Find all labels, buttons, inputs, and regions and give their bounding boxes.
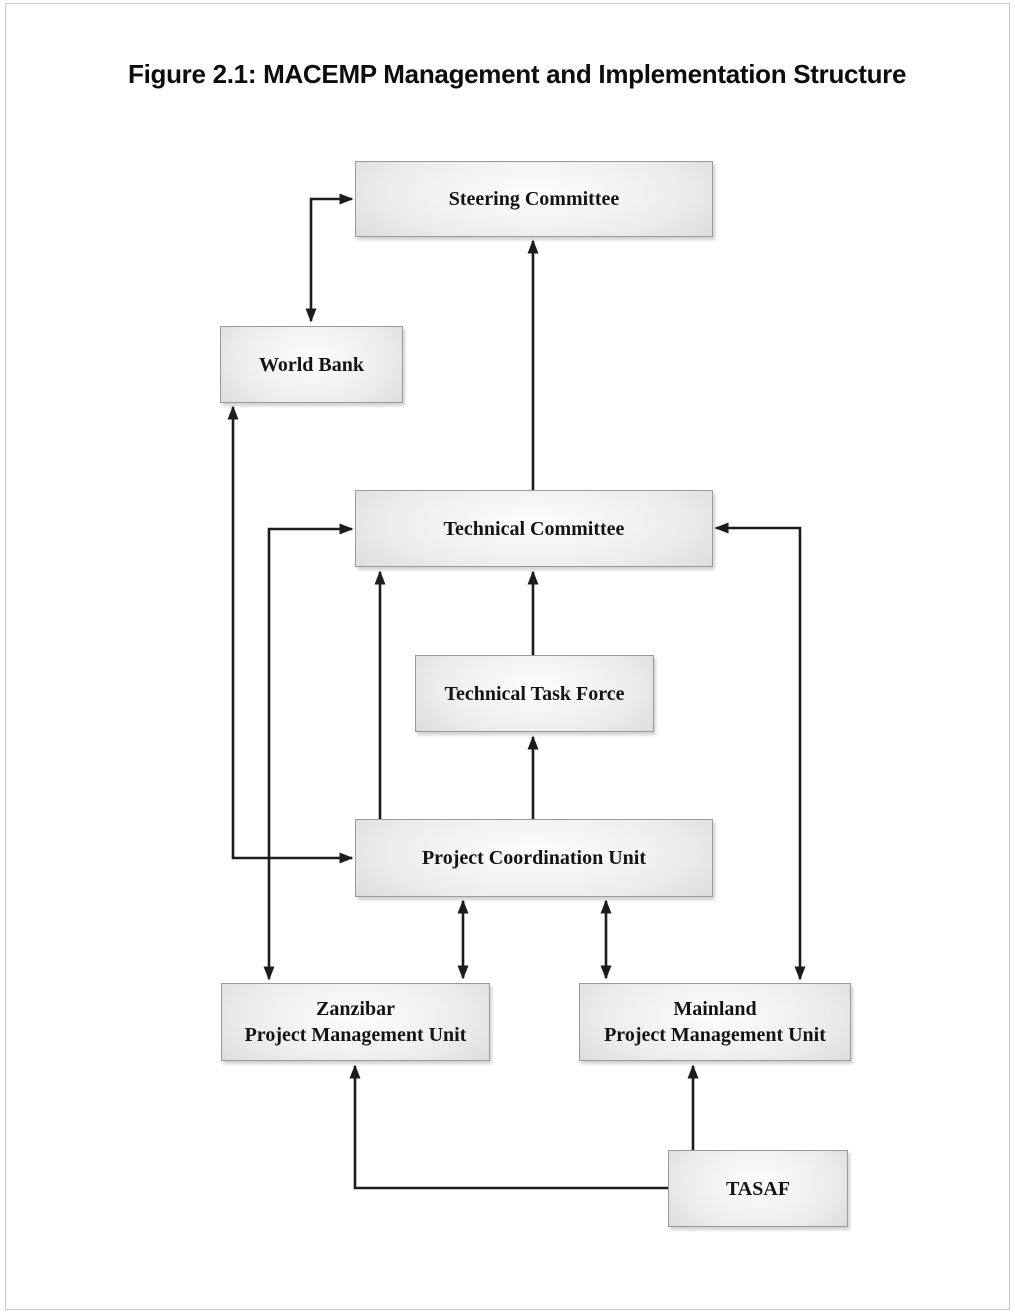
connector-worldbank-steering — [305, 193, 354, 323]
node-mainland-pmu: Mainland Project Management Unit — [579, 983, 851, 1061]
figure-title: Figure 2.1: MACEMP Management and Implem… — [128, 59, 907, 89]
node-label: Steering Committee — [448, 188, 620, 210]
node-zanzibar-pmu: Zanzibar Project Management Unit — [221, 983, 490, 1061]
node-label-line1: Mainland — [673, 998, 757, 1020]
node-technical-task-force: Technical Task Force — [415, 655, 654, 732]
connector-mainland-technical — [714, 522, 806, 981]
connector-tasaf-zanzibar — [349, 1064, 668, 1190]
node-project-coordination-unit: Project Coordination Unit — [355, 819, 713, 897]
connector-zanzibar-technical — [263, 523, 354, 981]
connector-worldbank-pcu — [227, 405, 354, 864]
node-technical-committee: Technical Committee — [355, 490, 713, 567]
node-label-line2: Project Management Unit — [244, 1024, 467, 1046]
node-label-line2: Project Management Unit — [604, 1024, 826, 1046]
node-label: Technical Committee — [443, 517, 625, 540]
node-steering-committee: Steering Committee — [355, 161, 713, 237]
node-tasaf: TASAF — [668, 1150, 848, 1227]
node-world-bank: World Bank — [220, 326, 403, 403]
node-label: Project Coordination Unit — [421, 847, 647, 869]
node-label-line1: Zanzibar — [316, 998, 395, 1020]
node-label: TASAF — [725, 1177, 791, 1200]
node-label: World Bank — [258, 353, 365, 376]
node-label: Technical Task Force — [444, 682, 625, 705]
